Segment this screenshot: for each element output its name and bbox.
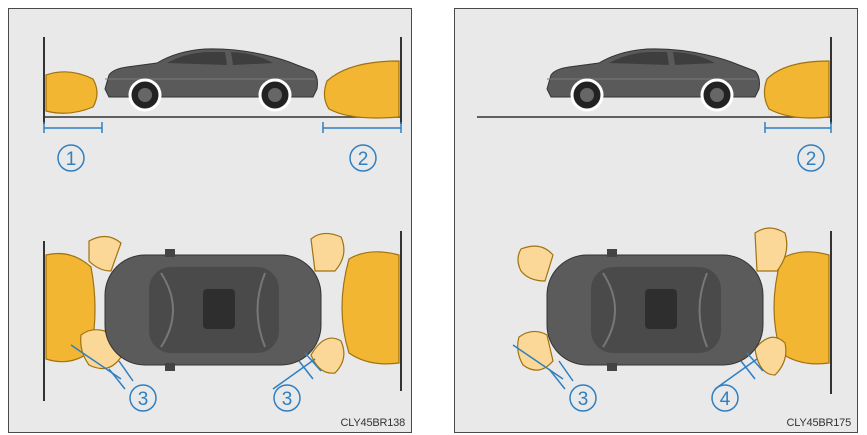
front-corner-range-top <box>89 236 121 271</box>
car-top-view-icon <box>105 249 321 371</box>
car-top-view-icon <box>547 249 763 371</box>
front-corner-range-top <box>518 246 553 281</box>
rear-sensor-range <box>764 61 829 118</box>
panel-all-sensors: 1 2 3 3 CLY45BR138 <box>8 8 412 433</box>
rear-sensor-range <box>324 61 399 118</box>
marker-3a-label: 3 <box>138 389 149 410</box>
marker-3b-label: 3 <box>282 389 293 410</box>
sensor-diagram-right: 2 3 4 <box>455 9 858 433</box>
car-side-view-icon <box>547 49 760 110</box>
rear-corner-range-bottom <box>755 337 786 375</box>
front-corner-range-bottom <box>518 331 553 370</box>
rear-corner-range-top <box>311 233 344 271</box>
marker-4-label: 4 <box>720 389 731 410</box>
sensor-diagram-left: 1 2 3 3 <box>9 9 412 433</box>
marker-3-label: 3 <box>578 389 589 410</box>
panel-rear-sensors: 2 3 4 CLY45BR175 <box>454 8 858 433</box>
figure-code: CLY45BR138 <box>341 417 405 429</box>
rear-center-range <box>342 252 399 364</box>
marker-2-label: 2 <box>806 149 817 170</box>
car-side-view-icon <box>105 49 318 110</box>
marker-2-label: 2 <box>358 149 369 170</box>
marker-1-label: 1 <box>66 149 77 170</box>
figure-code: CLY45BR175 <box>787 417 851 429</box>
front-sensor-range <box>46 72 97 113</box>
